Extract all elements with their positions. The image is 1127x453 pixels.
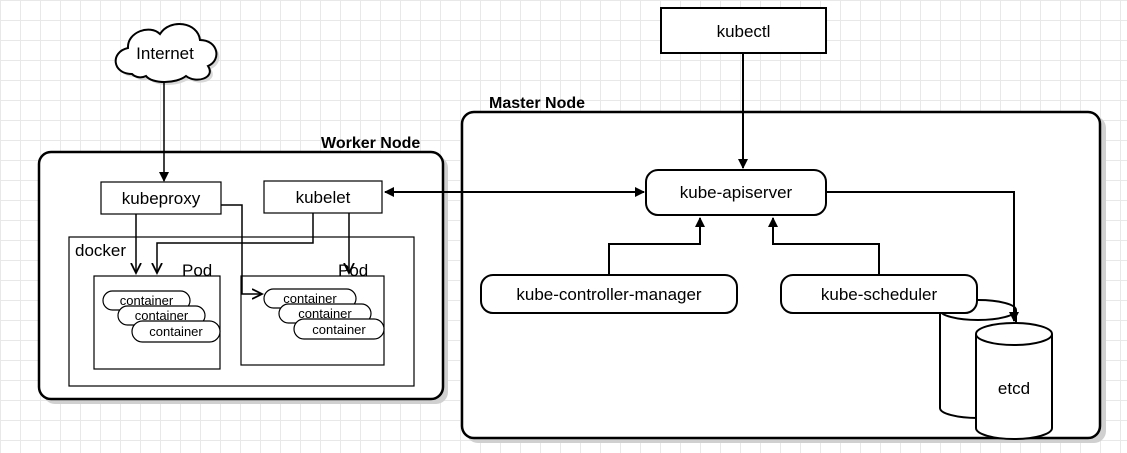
container-label: container bbox=[298, 306, 352, 321]
kubeproxy-label: kubeproxy bbox=[122, 189, 201, 208]
container-shape bbox=[293, 318, 385, 340]
container-label: container bbox=[149, 324, 203, 339]
internet-cloud bbox=[114, 22, 220, 85]
edge-scheduler-apiserver bbox=[768, 217, 880, 275]
container-label: container bbox=[283, 291, 337, 306]
container-label: container bbox=[120, 293, 174, 308]
container-shape bbox=[131, 320, 221, 343]
kubelet-label: kubelet bbox=[296, 188, 351, 207]
etcd-cylinder bbox=[975, 322, 1053, 440]
edge-controller-apiserver bbox=[608, 217, 705, 275]
worker-node-title: Worker Node bbox=[321, 135, 420, 152]
pod-label: Pod bbox=[182, 261, 212, 280]
scheduler-label: kube-scheduler bbox=[821, 285, 938, 304]
controller-manager-label: kube-controller-manager bbox=[516, 285, 702, 304]
docker-label: docker bbox=[75, 241, 126, 260]
container-stack: container container container bbox=[263, 288, 385, 340]
kubectl-label: kubectl bbox=[717, 22, 771, 41]
etcd-label: etcd bbox=[998, 379, 1030, 398]
edge-kubelet-pod1 bbox=[157, 213, 314, 273]
master-node-title: Master Node bbox=[489, 95, 585, 112]
container-label: container bbox=[135, 308, 189, 323]
edge-kubeproxy-pod2 bbox=[221, 204, 262, 294]
container-label: container bbox=[312, 322, 366, 337]
kubeproxy-box bbox=[100, 181, 222, 215]
edge-apiserver-etcd bbox=[826, 191, 1019, 322]
container-stack: container container container bbox=[102, 290, 221, 343]
apiserver-label: kube-apiserver bbox=[680, 183, 793, 202]
kubelet-box bbox=[263, 180, 383, 214]
pod-label: Pod bbox=[338, 261, 368, 280]
internet-label: Internet bbox=[136, 44, 194, 63]
